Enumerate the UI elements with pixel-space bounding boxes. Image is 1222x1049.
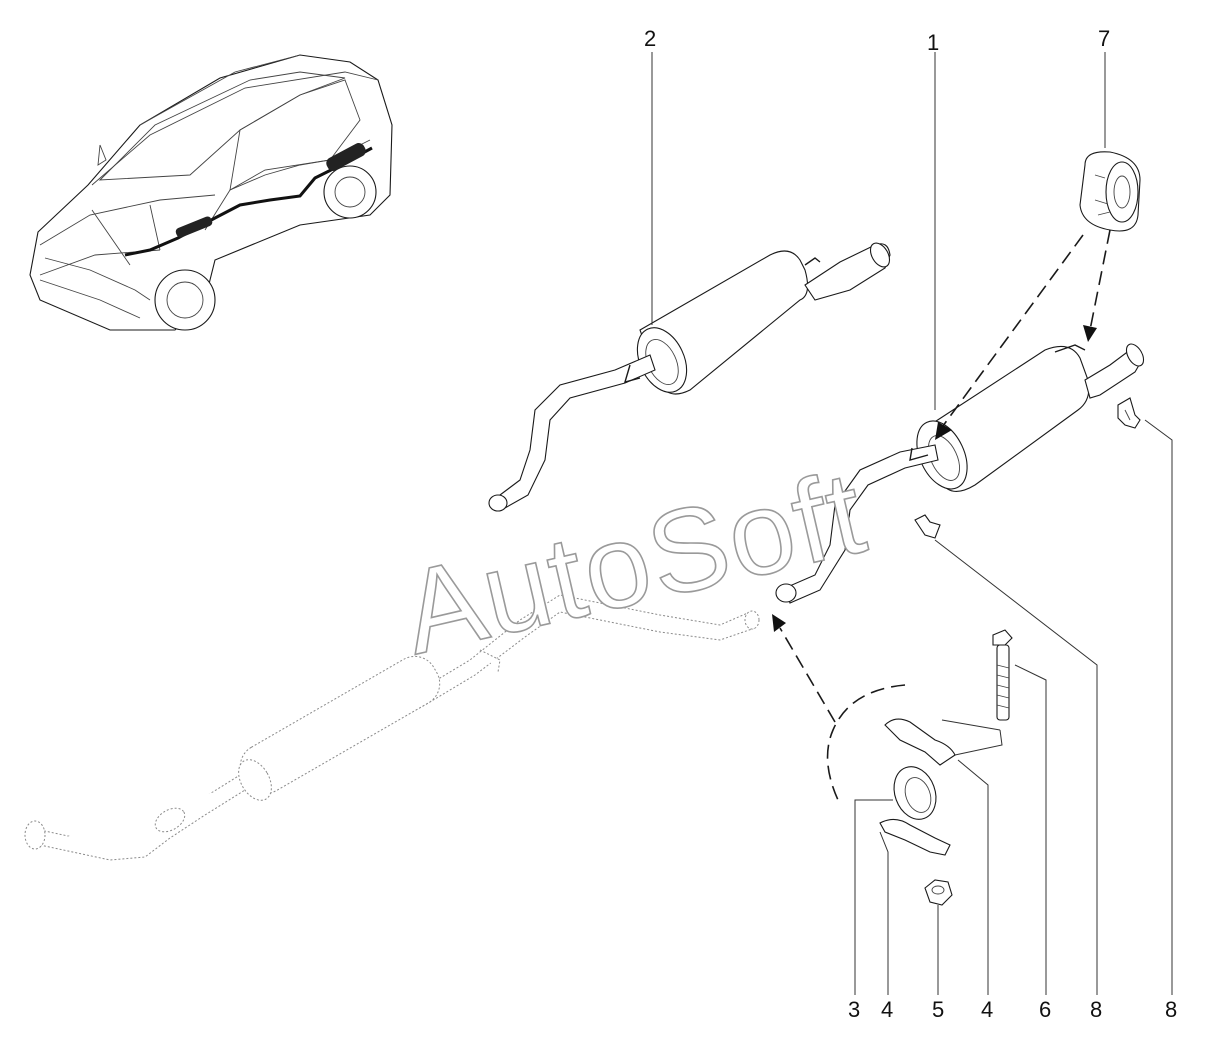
callout-6: 6 [1039,997,1051,1022]
assembly-arrows [772,229,1111,723]
rear-muffler-1 [775,343,1145,604]
leader-lines [651,52,1173,995]
rubber-mount-7 [1079,151,1141,232]
callout-8: 8 [1090,997,1102,1022]
clip-8-left [914,514,941,539]
front-exhaust-pipe-ghost [24,594,760,861]
callout-8: 8 [1165,997,1177,1022]
callout-1: 1 [927,30,939,55]
callout-3: 3 [848,997,860,1022]
callout-2: 2 [644,26,656,51]
car-illustration [29,54,393,331]
rear-muffler-2 [488,242,891,512]
callout-labels: 2 1 7 3 4 5 4 6 8 8 [644,26,1177,1022]
clip-8-right [1117,397,1141,429]
callout-5: 5 [932,997,944,1022]
callout-4: 4 [981,997,993,1022]
callout-7: 7 [1098,26,1110,51]
callout-4: 4 [881,997,893,1022]
clamp-assembly [826,629,1013,906]
